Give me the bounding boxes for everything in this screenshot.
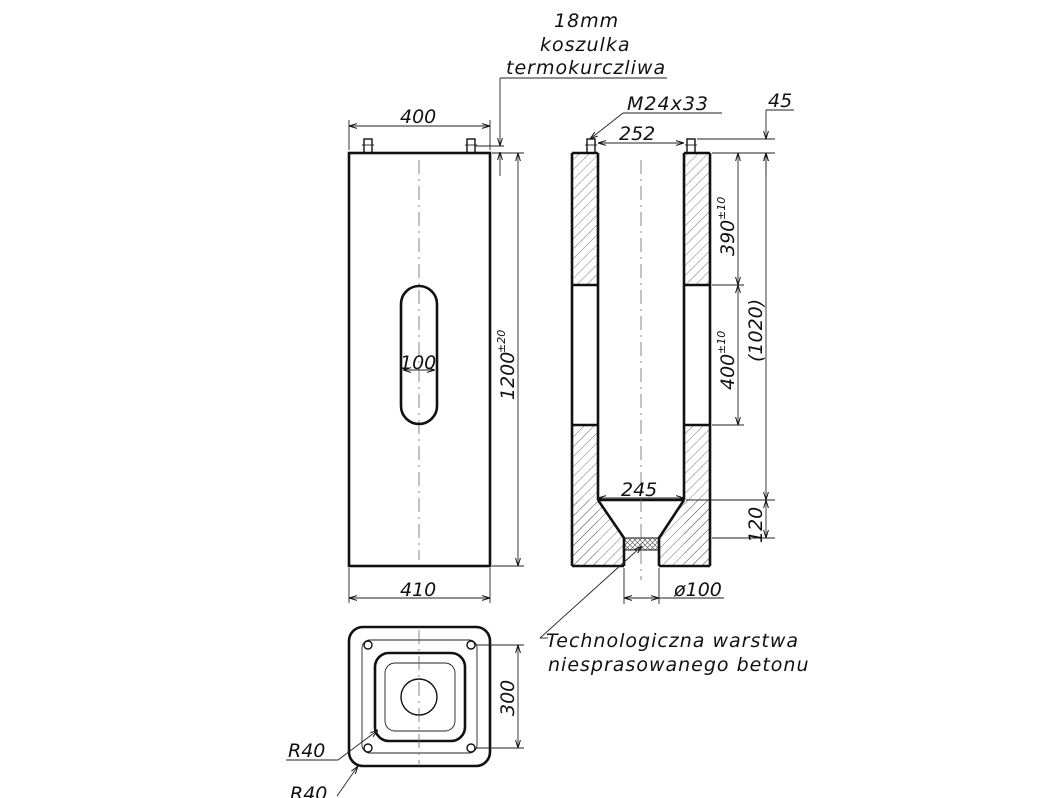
bottom-width-label: 410 <box>400 579 436 601</box>
outlet-diameter-label: ø100 <box>673 579 722 601</box>
section-a-tolerance: ±10 <box>715 197 728 220</box>
bolt-right <box>466 138 476 154</box>
bolt-projection-label: 45 <box>768 90 792 112</box>
section-bolt-right <box>686 138 696 154</box>
height-main-label: 1200 <box>497 352 519 400</box>
cone-diameter-label: 245 <box>621 479 657 501</box>
radius-1-label: R40 <box>288 740 325 762</box>
plan-outer <box>347 625 492 768</box>
section-view: M24x33 252 45 390 ±10 400 ±10 (1020) <box>539 90 810 676</box>
plan-view: 300 R40 R40 <box>286 625 524 798</box>
section-bolt-left <box>586 138 596 154</box>
plan-size-label: 300 <box>497 680 519 716</box>
section-walls <box>572 153 710 566</box>
corner-hole-tl <box>363 640 373 650</box>
unpressed-concrete-layer <box>623 537 660 551</box>
front-view: 100 400 410 1200 ±20 18mm koszulka termo… <box>347 10 667 603</box>
bore-top-label: 252 <box>619 123 655 145</box>
sleeve-line1-label: koszulka <box>540 34 630 56</box>
section-b-tolerance: ±10 <box>715 331 728 354</box>
height-main-tolerance: ±20 <box>495 330 508 353</box>
plan-inner-frame <box>361 639 478 754</box>
bolt-left <box>363 138 373 154</box>
total-ref-label: (1020) <box>745 299 767 362</box>
corner-hole-bl <box>363 743 373 753</box>
section-a-label: 390 <box>717 220 739 256</box>
top-width-label: 400 <box>400 106 436 128</box>
sleeve-line2-label: termokurczliwa <box>506 57 666 79</box>
section-b-label: 400 <box>717 354 739 390</box>
note-line2: niesprasowanego betonu <box>548 654 810 676</box>
note-line1: Technologiczna warstwa <box>546 630 799 652</box>
slot-opening <box>399 284 439 426</box>
corner-hole-br <box>466 743 476 753</box>
radius-2-label: R40 <box>290 783 327 798</box>
front-body <box>347 151 492 568</box>
slot-width-label: 100 <box>400 352 436 374</box>
plan-recess <box>373 651 467 743</box>
sleeve-size-label: 18mm <box>554 10 619 32</box>
thread-label: M24x33 <box>627 93 709 115</box>
corner-hole-tr <box>466 640 476 650</box>
cone-height-label: 120 <box>745 507 767 543</box>
